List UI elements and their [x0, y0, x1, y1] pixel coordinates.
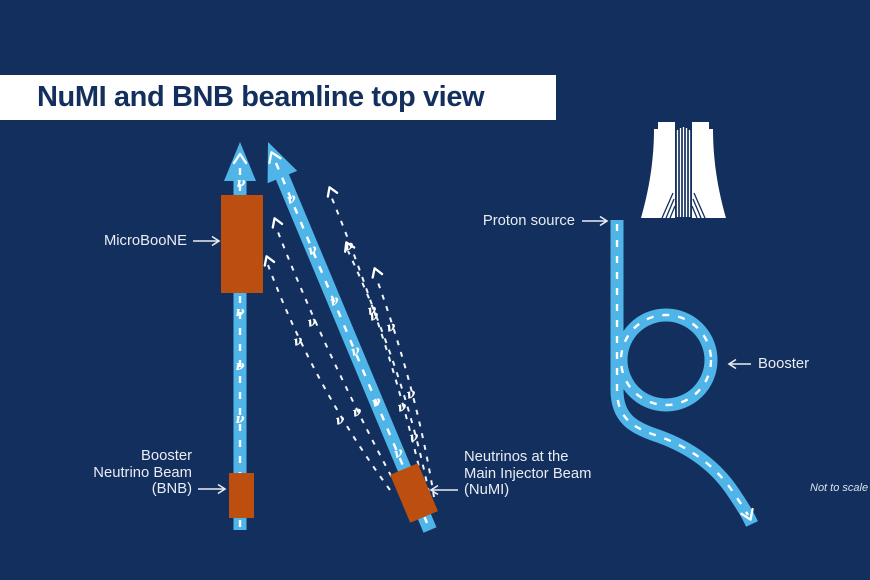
beam-arrowhead — [267, 142, 298, 184]
proton-booster-beamline — [610, 220, 758, 527]
proton-source-arrow-icon — [582, 215, 609, 227]
neutrino-symbol: ν — [408, 429, 421, 446]
numi-arrow-icon — [429, 484, 458, 496]
neutrino-symbol: ν — [343, 238, 356, 255]
booster-label: Booster — [758, 356, 809, 372]
neutrino-symbol: ν — [385, 319, 398, 336]
neutrino-symbol: ν — [235, 359, 244, 374]
neutrino-symbol: ν — [351, 404, 364, 421]
neutrino-symbol: ν — [368, 308, 381, 325]
neutrino-symbol: ν — [292, 333, 305, 350]
label-arrows — [193, 215, 751, 496]
numi-label: Neutrinos at the Main Injector Beam (NuM… — [464, 449, 592, 498]
microboone-label: MicroBooNE — [103, 233, 187, 249]
beam-arrowhead — [224, 142, 256, 181]
microboone-arrow-icon — [193, 235, 221, 247]
dashed-arrowhead-icon — [232, 152, 248, 165]
title-banner: NuMI and BNB beamline top view — [0, 75, 556, 120]
neutrino-symbol: ν — [405, 386, 418, 403]
numi-target — [390, 463, 438, 523]
dashed-arrowhead-icon — [271, 217, 284, 229]
neutrino-symbol: ν — [235, 412, 244, 427]
bnb-arrow-icon — [198, 483, 227, 495]
booster-arrow-icon — [727, 358, 751, 370]
neutrino-symbol: ν — [396, 399, 409, 416]
neutrino-symbol: ν — [306, 314, 319, 331]
dashed-arrowhead-icon — [344, 241, 356, 253]
bnb-label: Booster Neutrino Beam (BNB) — [93, 448, 192, 497]
page-title: NuMI and BNB beamline top view — [37, 81, 485, 113]
dashed-arrowhead-icon — [326, 186, 339, 198]
dashed-arrowhead-icon — [740, 507, 754, 521]
dashed-arrowhead-icon — [268, 151, 282, 165]
microboone-detector — [221, 195, 263, 293]
neutrino-symbol: ν — [366, 302, 379, 319]
bnb-target — [229, 473, 254, 518]
dashed-arrowhead-icon — [263, 255, 276, 267]
dashed-arrowhead-icon — [371, 267, 384, 279]
neutrino-symbol: ν — [235, 305, 244, 320]
not-to-scale-note: Not to scale — [810, 482, 869, 494]
neutrino-rays: ν ν ν ν ν ν ν ν ν ν ν — [263, 186, 435, 498]
proton-source-label: Proton source — [482, 213, 575, 229]
neutrino-symbol: ν — [236, 176, 245, 191]
wilson-hall-building-icon — [641, 122, 726, 219]
neutrino-symbol: ν — [334, 412, 347, 429]
